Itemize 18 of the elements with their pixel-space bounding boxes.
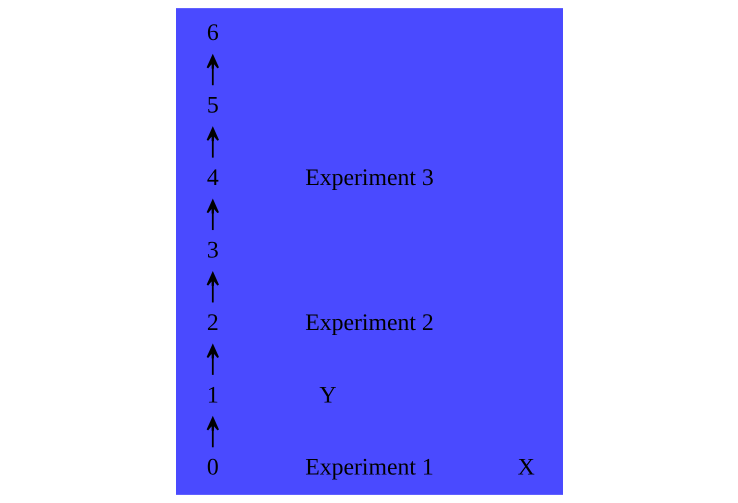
arrow: [206, 127, 219, 158]
node-text: 2: [206, 310, 218, 336]
node-text: 4: [206, 165, 218, 192]
arrow: [206, 272, 219, 302]
arrow: [206, 417, 219, 448]
label: Y: [318, 382, 336, 408]
arrow: [206, 200, 219, 230]
node-text: 1: [206, 382, 218, 408]
node-text: 0: [206, 454, 218, 481]
node-text: 5: [206, 92, 218, 119]
arrow: [206, 55, 219, 86]
label: Experiment 1: [304, 454, 434, 481]
label: X: [517, 454, 534, 481]
node-text: 3: [206, 237, 218, 264]
node-text: 6: [206, 20, 218, 46]
arrow: [206, 344, 219, 375]
label: Experiment 3: [304, 165, 434, 192]
label: Experiment 2: [304, 310, 434, 336]
